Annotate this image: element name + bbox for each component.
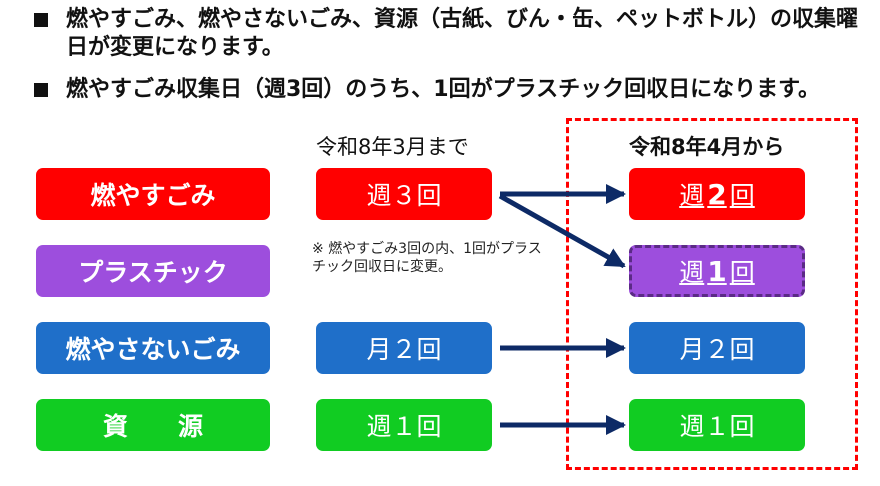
bullet-text-1: 燃やすごみ、燃やさないごみ、資源（古紙、びん・缶、ペットボトル）の収集曜日が変更… — [66, 7, 859, 60]
note-mark: ※ — [312, 241, 324, 257]
after-plastic-suffix: 回 — [729, 258, 755, 287]
square-bullet-icon — [34, 13, 48, 27]
column-header-after: 令和8年4月から — [629, 135, 785, 159]
bullet-plastic-day: 燃やすごみ収集日（週3回）のうち、1回がプラスチック回収日になります。 — [34, 76, 864, 104]
before-moyasu-frequency: 週３回 — [316, 168, 492, 220]
highlight-frame — [566, 118, 858, 470]
category-plastic: プラスチック — [36, 245, 270, 297]
after-moyasanai-frequency: 月２回 — [629, 322, 805, 374]
column-header-before: 令和8年3月まで — [316, 135, 469, 159]
after-shigen-frequency: 週１回 — [629, 399, 805, 451]
after-plastic-frequency: 週 1 回 — [629, 245, 805, 297]
before-moyasanai-frequency: 月２回 — [316, 322, 492, 374]
after-plastic-number: 1 — [707, 254, 727, 288]
category-moyasanai-gomi: 燃やさないごみ — [36, 322, 270, 374]
category-moyasu-gomi: 燃やすごみ — [36, 168, 270, 220]
square-bullet-icon — [34, 83, 48, 97]
arrow-moyasu-to-plastic — [498, 193, 626, 269]
after-plastic-prefix: 週 — [679, 258, 705, 287]
after-moyasu-frequency: 週 2 回 — [629, 168, 805, 220]
bullet-schedule-change: 燃やすごみ、燃やさないごみ、資源（古紙、びん・缶、ペットボトル）の収集曜日が変更… — [34, 6, 864, 62]
note-body: 燃やすごみ3回の内、1回がプラスチック回収日に変更。 — [312, 241, 542, 275]
note-text: ※ 燃やすごみ3回の内、1回がプラスチック回収日に変更。 — [312, 240, 542, 276]
before-shigen-frequency: 週１回 — [316, 399, 492, 451]
after-moyasu-prefix: 週 — [679, 181, 705, 210]
category-shigen: 資 源 — [36, 399, 270, 451]
after-moyasu-number: 2 — [707, 177, 727, 211]
bullet-text-2: 燃やすごみ収集日（週3回）のうち、1回がプラスチック回収日になります。 — [66, 77, 820, 102]
after-moyasu-suffix: 回 — [729, 181, 755, 210]
